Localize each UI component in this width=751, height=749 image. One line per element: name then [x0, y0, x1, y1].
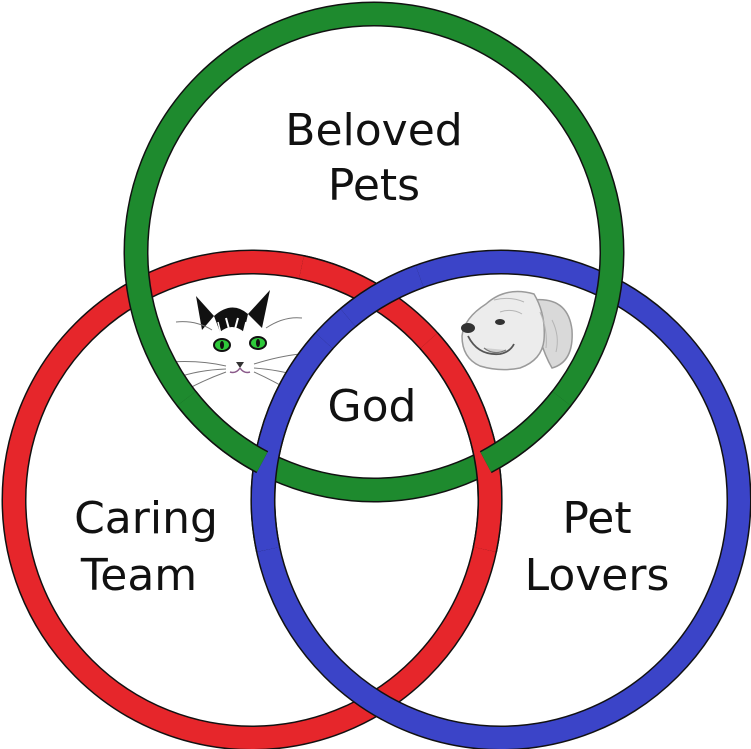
cat-nose	[236, 362, 244, 368]
ring-beloved-pets-over-left	[177, 391, 268, 472]
dog-nose	[461, 323, 475, 333]
label-caring-team: Caring Team	[74, 493, 218, 601]
ring-pet-lovers-over-top	[252, 333, 333, 552]
label-lovers: Lovers	[525, 550, 670, 601]
label-center-god: God	[328, 381, 417, 432]
ring-beloved-pets-over-right	[480, 391, 571, 472]
cat-face-illustration	[169, 290, 303, 393]
label-pet: Pet	[562, 493, 631, 544]
label-pet-lovers: Pet Lovers	[525, 493, 670, 601]
cat-right-ear	[248, 290, 270, 328]
dog-mouth	[467, 335, 515, 356]
dog-head	[461, 290, 546, 371]
label-pets: Pets	[328, 160, 420, 211]
ring-pet-lovers-over-left	[340, 266, 424, 327]
label-beloved-pets: Beloved Pets	[285, 105, 462, 211]
cat-left-ear	[196, 296, 214, 330]
dog-face-illustration	[461, 290, 573, 371]
dog-eye	[495, 319, 505, 325]
label-beloved: Beloved	[285, 105, 462, 156]
label-caring: Caring	[74, 493, 218, 544]
ring-caring-team-over-right	[420, 333, 501, 552]
label-team: Team	[80, 550, 197, 601]
cat-head-stripes	[214, 307, 248, 332]
